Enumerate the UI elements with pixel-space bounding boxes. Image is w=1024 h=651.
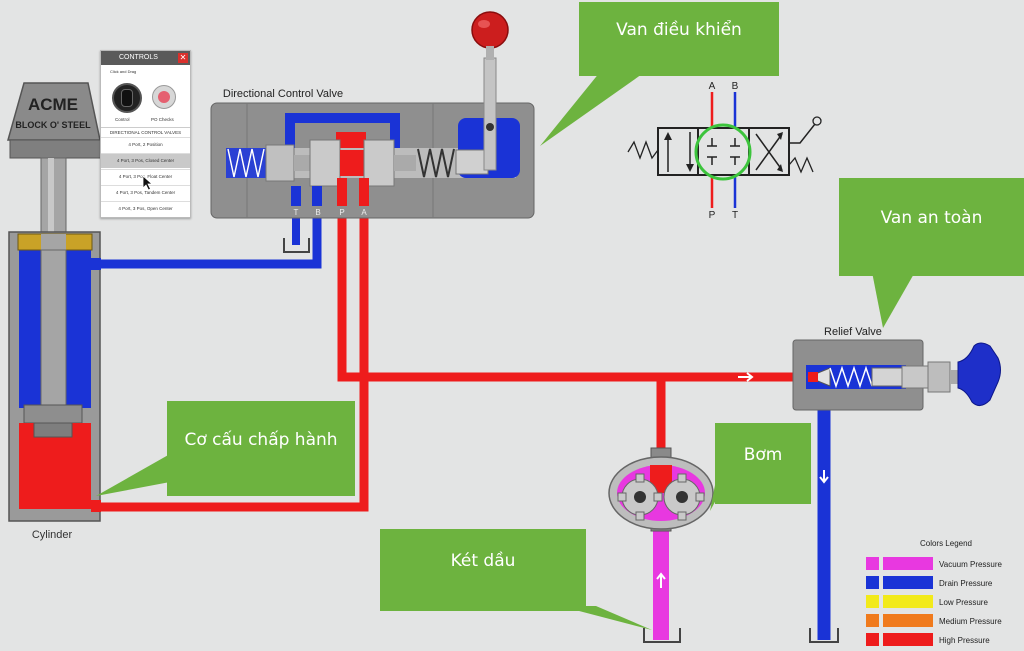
callout-tank: Két dầu: [450, 551, 516, 571]
legend-swatch-bar: [883, 595, 933, 608]
flow-arrow-main: [738, 372, 754, 382]
legend-swatch-small: [866, 595, 879, 608]
po-checks-button[interactable]: [152, 85, 176, 109]
legend-swatch-bar: [883, 633, 933, 646]
controls-panel[interactable]: CONTROLS ✕ Click and Drag Control PO Che…: [100, 50, 191, 218]
port-t-label: T: [294, 208, 299, 217]
acme-subtitle: BLOCK O' STEEL: [15, 120, 91, 130]
directional-control-valve[interactable]: [210, 11, 535, 219]
pressure-line-a: [95, 175, 369, 512]
callout-relief-valve-box: [839, 178, 1024, 328]
callout-control-valve-box: [540, 2, 779, 146]
legend-swatch-small: [866, 557, 879, 570]
callout-actuator: Cơ cấu chấp hành: [184, 430, 338, 450]
legend-swatch-bar: [883, 557, 933, 570]
control-caption: Control: [115, 117, 130, 122]
legend-label: High Pressure: [939, 636, 990, 645]
legend-title: Colors Legend: [920, 539, 972, 548]
port-a-label: A: [361, 208, 367, 217]
callout-control-valve: Van điều khiển: [616, 20, 742, 40]
tank-symbol-relief: [809, 628, 839, 643]
hydraulic-cylinder: [7, 82, 103, 522]
port-b-label: B: [315, 208, 320, 217]
symbol-t-label: T: [732, 210, 738, 221]
symbol-b-label: B: [732, 81, 739, 92]
po-checks-caption: PO Checks: [151, 117, 174, 122]
acme-title: ACME: [28, 95, 78, 114]
relief-adjust-knob: [957, 342, 1001, 406]
legend-swatch-small: [866, 576, 879, 589]
legend-label: Vacuum Pressure: [939, 560, 1003, 569]
directional-valve-label: Directional Control Valve: [223, 88, 343, 100]
callout-tank-box: [380, 529, 652, 630]
tank-symbol-pump: [643, 628, 681, 643]
legend-swatch-bar: [883, 614, 933, 627]
valve-option-selected[interactable]: 4 Port, 3 Pos, Closed Center: [101, 153, 190, 168]
cylinder-label: Cylinder: [32, 529, 73, 541]
valve-option[interactable]: 4 Port, 2 Position: [101, 137, 190, 152]
port-p-label: P: [339, 208, 344, 217]
drag-hint: Click and Drag: [110, 69, 137, 74]
symbol-p-label: P: [709, 210, 716, 221]
valve-option[interactable]: 4 Port, 3 Pos, Float Center: [101, 169, 190, 184]
flow-arrow-drain: [819, 470, 829, 484]
valve-schematic-symbol: [627, 92, 822, 208]
control-knob[interactable]: [112, 83, 142, 113]
relief-valve-label: Relief Valve: [824, 326, 882, 338]
tank-symbol-valve: [283, 238, 310, 253]
gear-pump: [608, 447, 714, 532]
valve-option[interactable]: 4 Port, 3 Pos, Open Center: [101, 201, 190, 216]
valve-list-title: DIRECTIONAL CONTROL VALVES: [101, 127, 190, 135]
legend-swatch-bar: [883, 576, 933, 589]
lever-knob: [471, 11, 509, 49]
callout-pump: Bơm: [743, 445, 783, 465]
relief-valve[interactable]: [792, 339, 1001, 411]
callout-actuator-box: [96, 401, 355, 496]
legend-label: Medium Pressure: [939, 617, 1002, 626]
center-position-highlight: [694, 123, 752, 181]
legend-swatch-small: [866, 633, 879, 646]
controls-header: CONTROLS ✕: [101, 51, 190, 65]
controls-title: CONTROLS: [119, 54, 158, 61]
callout-relief-valve: Van an toàn: [880, 208, 983, 228]
callout-pump-box: [710, 423, 811, 511]
mouse-cursor-icon: [142, 175, 154, 191]
legend-label: Drain Pressure: [939, 579, 993, 588]
flow-arrow-pump: [656, 572, 666, 588]
symbol-a-label: A: [709, 81, 716, 92]
pressure-line-p: [337, 175, 818, 382]
drain-line-b: [95, 205, 322, 269]
legend-swatch-small: [866, 614, 879, 627]
close-icon[interactable]: ✕: [178, 53, 188, 63]
legend-label: Low Pressure: [939, 598, 988, 607]
